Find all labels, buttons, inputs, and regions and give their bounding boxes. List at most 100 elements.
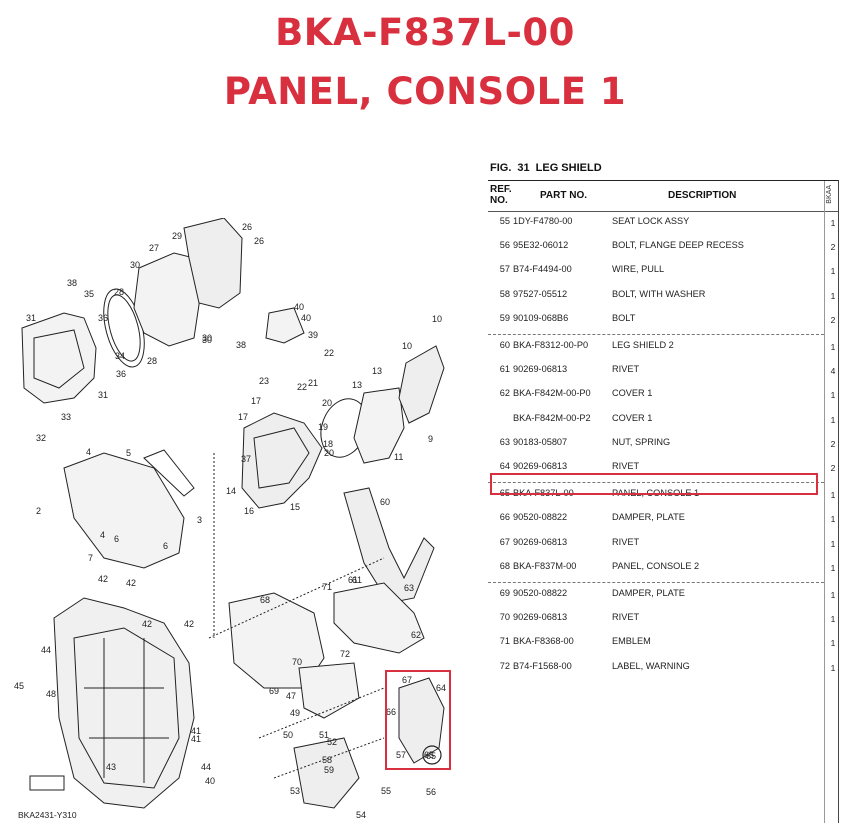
callout-number: 28 xyxy=(147,356,157,366)
callout-number: 66 xyxy=(386,707,396,717)
ref-cell: 67 xyxy=(499,536,510,547)
callout-number: 33 xyxy=(61,412,71,422)
callout-number: 39 xyxy=(308,330,318,340)
diagram-linework xyxy=(21,218,445,809)
ref-cell: 61 xyxy=(499,364,510,375)
qty-cell: 1 xyxy=(830,290,836,301)
part-code: BKA-F837L-00 xyxy=(275,11,575,54)
callout-number: 3 xyxy=(197,515,202,525)
diagram-code: BKA2431-Y310 xyxy=(18,810,77,820)
qty-cell: 1 xyxy=(830,538,836,549)
callout-number: 55 xyxy=(381,786,391,796)
qty-cell: 2 xyxy=(830,438,836,449)
part-number-cell: 90183-05807 xyxy=(513,436,568,447)
part-number-cell: 1DY-F4780-00 xyxy=(513,216,573,226)
callout-highlight-label: 65 xyxy=(426,751,436,761)
callout-number: 17 xyxy=(251,396,261,406)
ref-cell: 58 xyxy=(499,288,510,299)
callout-number: 64 xyxy=(436,683,446,693)
callout-number: 58 xyxy=(322,755,332,765)
callout-number: 10 xyxy=(432,314,442,324)
qty-cell: 1 xyxy=(830,218,836,228)
fig-number: 31 xyxy=(517,162,530,174)
callout-number: 49 xyxy=(290,708,300,718)
callout-number: 22 xyxy=(297,382,307,392)
description-cell: DAMPER, PLATE xyxy=(612,588,685,598)
callout-number: 19 xyxy=(318,422,328,432)
description-cell: LABEL, WARNING xyxy=(612,660,690,671)
callout-number: 67 xyxy=(402,675,412,685)
callout-number: 13 xyxy=(352,380,362,390)
callout-number: 45 xyxy=(14,681,24,691)
callout-number: 21 xyxy=(308,378,318,388)
qty-cell: 1 xyxy=(830,562,836,573)
callout-number: 71 xyxy=(322,582,332,592)
callout-number: 10 xyxy=(402,341,412,351)
callout-number: 57 xyxy=(396,750,406,760)
callout-number: 69 xyxy=(269,686,279,696)
callout-number: 42 xyxy=(126,578,136,588)
callout-number: 9 xyxy=(428,434,433,444)
description-cell: SEAT LOCK ASSY xyxy=(612,216,690,226)
callout-number: 2 xyxy=(36,506,41,516)
callout-number: 60 xyxy=(380,497,390,507)
callout-number: 32 xyxy=(36,433,46,443)
description-cell: COVER 1 xyxy=(612,412,653,423)
description-cell: NUT, SPRING xyxy=(612,436,671,447)
callout-number: 47 xyxy=(286,691,296,701)
part-number-cell: BKA-F8368-00 xyxy=(513,636,574,647)
qty-cell: 4 xyxy=(830,366,836,377)
qty-cell: 1 xyxy=(830,614,836,625)
callout-number: 26 xyxy=(254,236,264,246)
ref-cell: 59 xyxy=(499,312,510,323)
callout-number: 48 xyxy=(46,689,56,699)
col-qty: BKAA xyxy=(826,185,833,204)
ref-cell: 64 xyxy=(499,461,510,471)
ref-cell: 63 xyxy=(499,436,510,447)
callout-number: 41 xyxy=(191,734,201,744)
callout-number: 15 xyxy=(290,502,300,512)
callout-number: 27 xyxy=(149,243,159,253)
callout-number: 20 xyxy=(324,448,334,458)
col-desc: DESCRIPTION xyxy=(668,190,737,201)
callout-number: 38 xyxy=(67,278,77,288)
callout-number: 6 xyxy=(114,534,119,544)
description-cell: LEG SHIELD 2 xyxy=(612,340,674,350)
callout-number: 61 xyxy=(348,575,358,585)
diagram-highlight-box xyxy=(385,670,451,770)
description-cell: BOLT, WITH WASHER xyxy=(612,288,706,299)
qty-cell: 1 xyxy=(830,638,836,649)
part-number-cell: BKA-F842M-00-P0 xyxy=(513,388,591,399)
callout-number: 72 xyxy=(340,649,350,659)
part-number-cell: BKA-F8312-00-P0 xyxy=(513,340,589,350)
qty-cell: 1 xyxy=(830,590,836,600)
description-cell: COVER 1 xyxy=(612,388,653,399)
callout-number: 4 xyxy=(100,530,105,540)
description-cell: PANEL, CONSOLE 2 xyxy=(612,560,700,571)
callout-number: 5 xyxy=(126,448,131,458)
callout-number: 6 xyxy=(163,541,168,551)
qty-cell: 1 xyxy=(830,414,836,425)
callout-number: 31 xyxy=(26,313,36,323)
group-divider xyxy=(488,582,824,583)
ref-cell: 55 xyxy=(499,216,510,226)
qty-column-line xyxy=(824,211,825,823)
ref-cell: 57 xyxy=(499,264,510,275)
callout-number: 30 xyxy=(130,260,140,270)
callout-number: 36 xyxy=(116,369,126,379)
part-number-cell: 90269-06813 xyxy=(513,536,568,547)
part-number-cell: BKA-F837M-00 xyxy=(513,560,577,571)
